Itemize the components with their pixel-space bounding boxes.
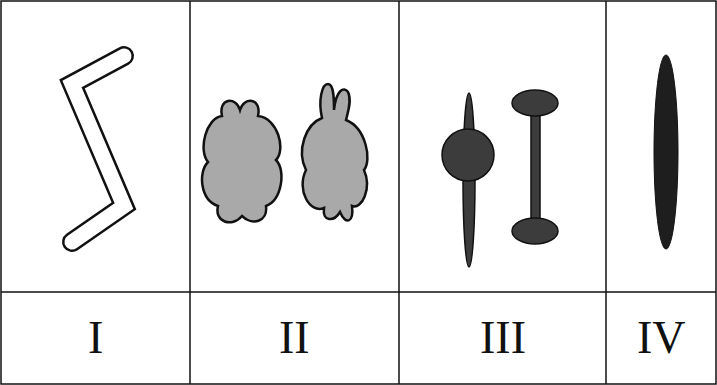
table-cell: III (480, 315, 526, 361)
chromosome-i (72, 56, 124, 242)
table-cell: I (88, 315, 103, 361)
chromosome-iv (654, 55, 678, 249)
chromosome-iii (442, 90, 558, 267)
table-cell: II (279, 315, 310, 361)
table-cell: IV (637, 315, 686, 361)
chromosome-ii (202, 84, 367, 222)
